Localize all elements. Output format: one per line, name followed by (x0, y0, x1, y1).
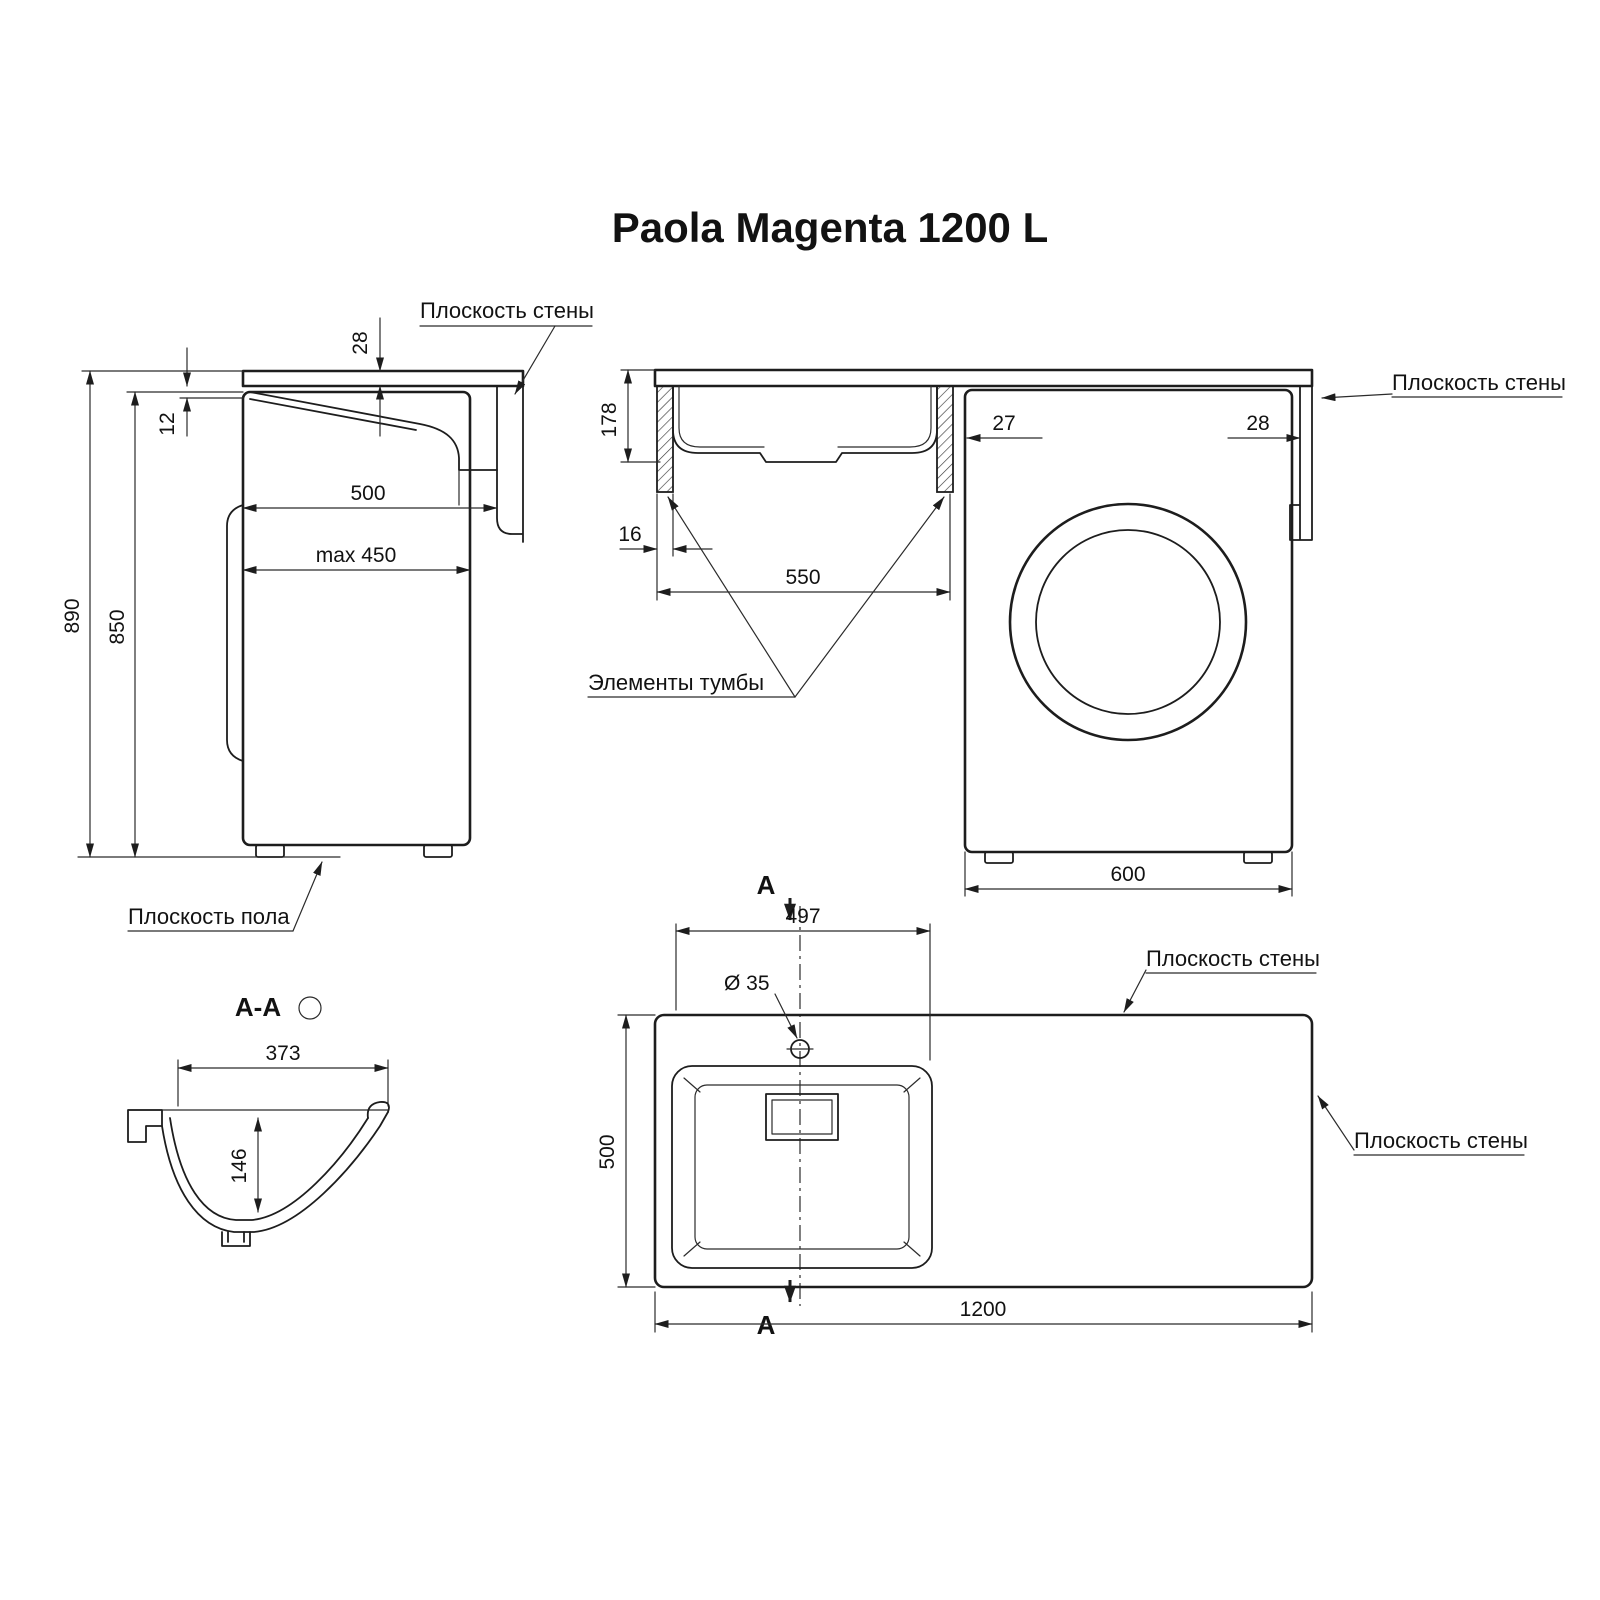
leader-line (1123, 969, 1147, 1013)
dim-counter-depth: 500 (242, 482, 498, 512)
dim-machine-width: 600 (964, 851, 1293, 897)
dim-890-text: 890 (61, 598, 84, 633)
dim-machine-depth: max 450 (242, 544, 471, 574)
dim-373-text: 373 (265, 1042, 300, 1065)
hole-diameter-callout: Ø 35 (724, 972, 798, 1039)
dim-27-text: 27 (992, 412, 1015, 435)
dim-500-plan-text: 500 (596, 1134, 619, 1169)
side-countertop (241, 369, 525, 388)
leader-line (1317, 1095, 1355, 1151)
front-view: 178 16 550 27 28 600 (587, 368, 1566, 897)
section-bowl-outer (161, 1111, 389, 1233)
side-door-bulge (226, 504, 244, 762)
dim-497-text: 497 (785, 905, 820, 928)
leader-line (514, 325, 556, 395)
leader-line (774, 993, 798, 1039)
plan-countertop (653, 1013, 1314, 1289)
dim-ledge: 12 (156, 347, 244, 437)
cabinet-elements-callout: Элементы тумбы (587, 496, 945, 698)
section-symbol (298, 996, 322, 1020)
section-rim-curl (366, 1101, 390, 1119)
machine-door-inner (1035, 529, 1221, 715)
leader-line (667, 496, 796, 698)
dim-plan-length: 1200 (654, 1291, 1313, 1333)
wall-plane-label: Плоскость стены (1392, 370, 1566, 395)
dim-d35-text: Ø 35 (724, 972, 770, 995)
dim-146-text: 146 (228, 1148, 251, 1183)
dim-basin-width: 550 (656, 493, 951, 601)
section-marker-letter: А (757, 1310, 776, 1340)
section-drain (221, 1231, 251, 1247)
dim-right-gap: 28 (1227, 412, 1301, 442)
machine-door-outer (1008, 502, 1248, 742)
section-marker-top: А (757, 870, 796, 921)
floor-plane-callout: Плоскость пола (127, 861, 323, 932)
side-wall-bracket (496, 385, 524, 543)
front-machine-body (963, 388, 1294, 854)
front-basin-inner (678, 385, 932, 448)
plan-bowl-bottom (694, 1084, 910, 1250)
dim-16-text: 16 (618, 523, 641, 546)
dim-section-depth: 146 (228, 1117, 262, 1213)
dim-28-front-text: 28 (1246, 412, 1269, 435)
dim-850-text: 850 (106, 609, 129, 644)
page-title: Paola Magenta 1200 L (612, 204, 1049, 251)
machine-foot (423, 844, 453, 858)
plan-bowl-rim (671, 1065, 933, 1269)
dim-total-height: 890 (61, 370, 244, 858)
dim-600-text: 600 (1110, 863, 1145, 886)
dim-left-gap: 27 (966, 412, 1043, 442)
side-view: 890 850 28 12 500 max 450 (61, 298, 594, 932)
section-title: А-А (235, 992, 281, 1022)
floor-plane-label: Плоскость пола (128, 904, 290, 929)
plan-view: А А 497 Ø 35 50 (596, 870, 1528, 1340)
section-marker-letter: А (757, 870, 776, 900)
dim-12-text: 12 (156, 412, 179, 435)
side-machine-body (241, 390, 472, 847)
wall-plane-callout-plan-right: Плоскость стены (1317, 1095, 1528, 1156)
plan-bowl-corner-lines (683, 1077, 921, 1257)
dim-basin-height: 178 (598, 369, 661, 463)
cabinet-panel-left (656, 385, 674, 493)
dim-1200-text: 1200 (960, 1298, 1007, 1321)
wall-plane-callout-side: Плоскость стены (419, 298, 594, 395)
section-view: А-А 373 146 (127, 992, 390, 1247)
dim-counter-thickness: 28 (349, 317, 384, 437)
dim-500-text: 500 (350, 482, 385, 505)
dim-section-width: 373 (177, 1042, 389, 1107)
machine-foot (255, 844, 285, 858)
leader-line (794, 496, 945, 698)
wall-plane-label: Плоскость стены (1354, 1128, 1528, 1153)
wall-plane-label: Плоскость стены (420, 298, 594, 323)
dim-plan-depth: 500 (596, 1014, 656, 1288)
front-countertop (653, 368, 1314, 388)
dim-machine-height: 850 (106, 391, 244, 858)
dim-max450-text: max 450 (316, 544, 397, 567)
section-bowl-inner (169, 1117, 369, 1221)
wall-plane-callout-plan-top: Плоскость стены (1123, 946, 1320, 1013)
section-left-bracket (127, 1109, 163, 1143)
dim-178-text: 178 (598, 402, 621, 437)
machine-foot (1243, 851, 1273, 864)
dim-28-text: 28 (349, 331, 372, 354)
machine-foot (984, 851, 1014, 864)
dim-panel-thickness: 16 (618, 493, 713, 601)
wall-plane-callout-front: Плоскость стены (1321, 370, 1566, 402)
cabinet-panel-right (936, 385, 954, 493)
cabinet-elements-label: Элементы тумбы (588, 670, 764, 695)
front-basin (672, 385, 938, 463)
front-wall-bracket (1289, 385, 1313, 541)
plan-drain-inner (771, 1099, 833, 1135)
section-marker-bottom: А (757, 1280, 796, 1340)
dim-550-text: 550 (785, 566, 820, 589)
wall-plane-label: Плоскость стены (1146, 946, 1320, 971)
leader-line (1321, 393, 1393, 402)
side-basin-profile (249, 391, 498, 471)
plan-drain-outer (765, 1093, 839, 1141)
leader-line (292, 861, 323, 932)
dim-faucet-offset: 497 (675, 905, 931, 1061)
